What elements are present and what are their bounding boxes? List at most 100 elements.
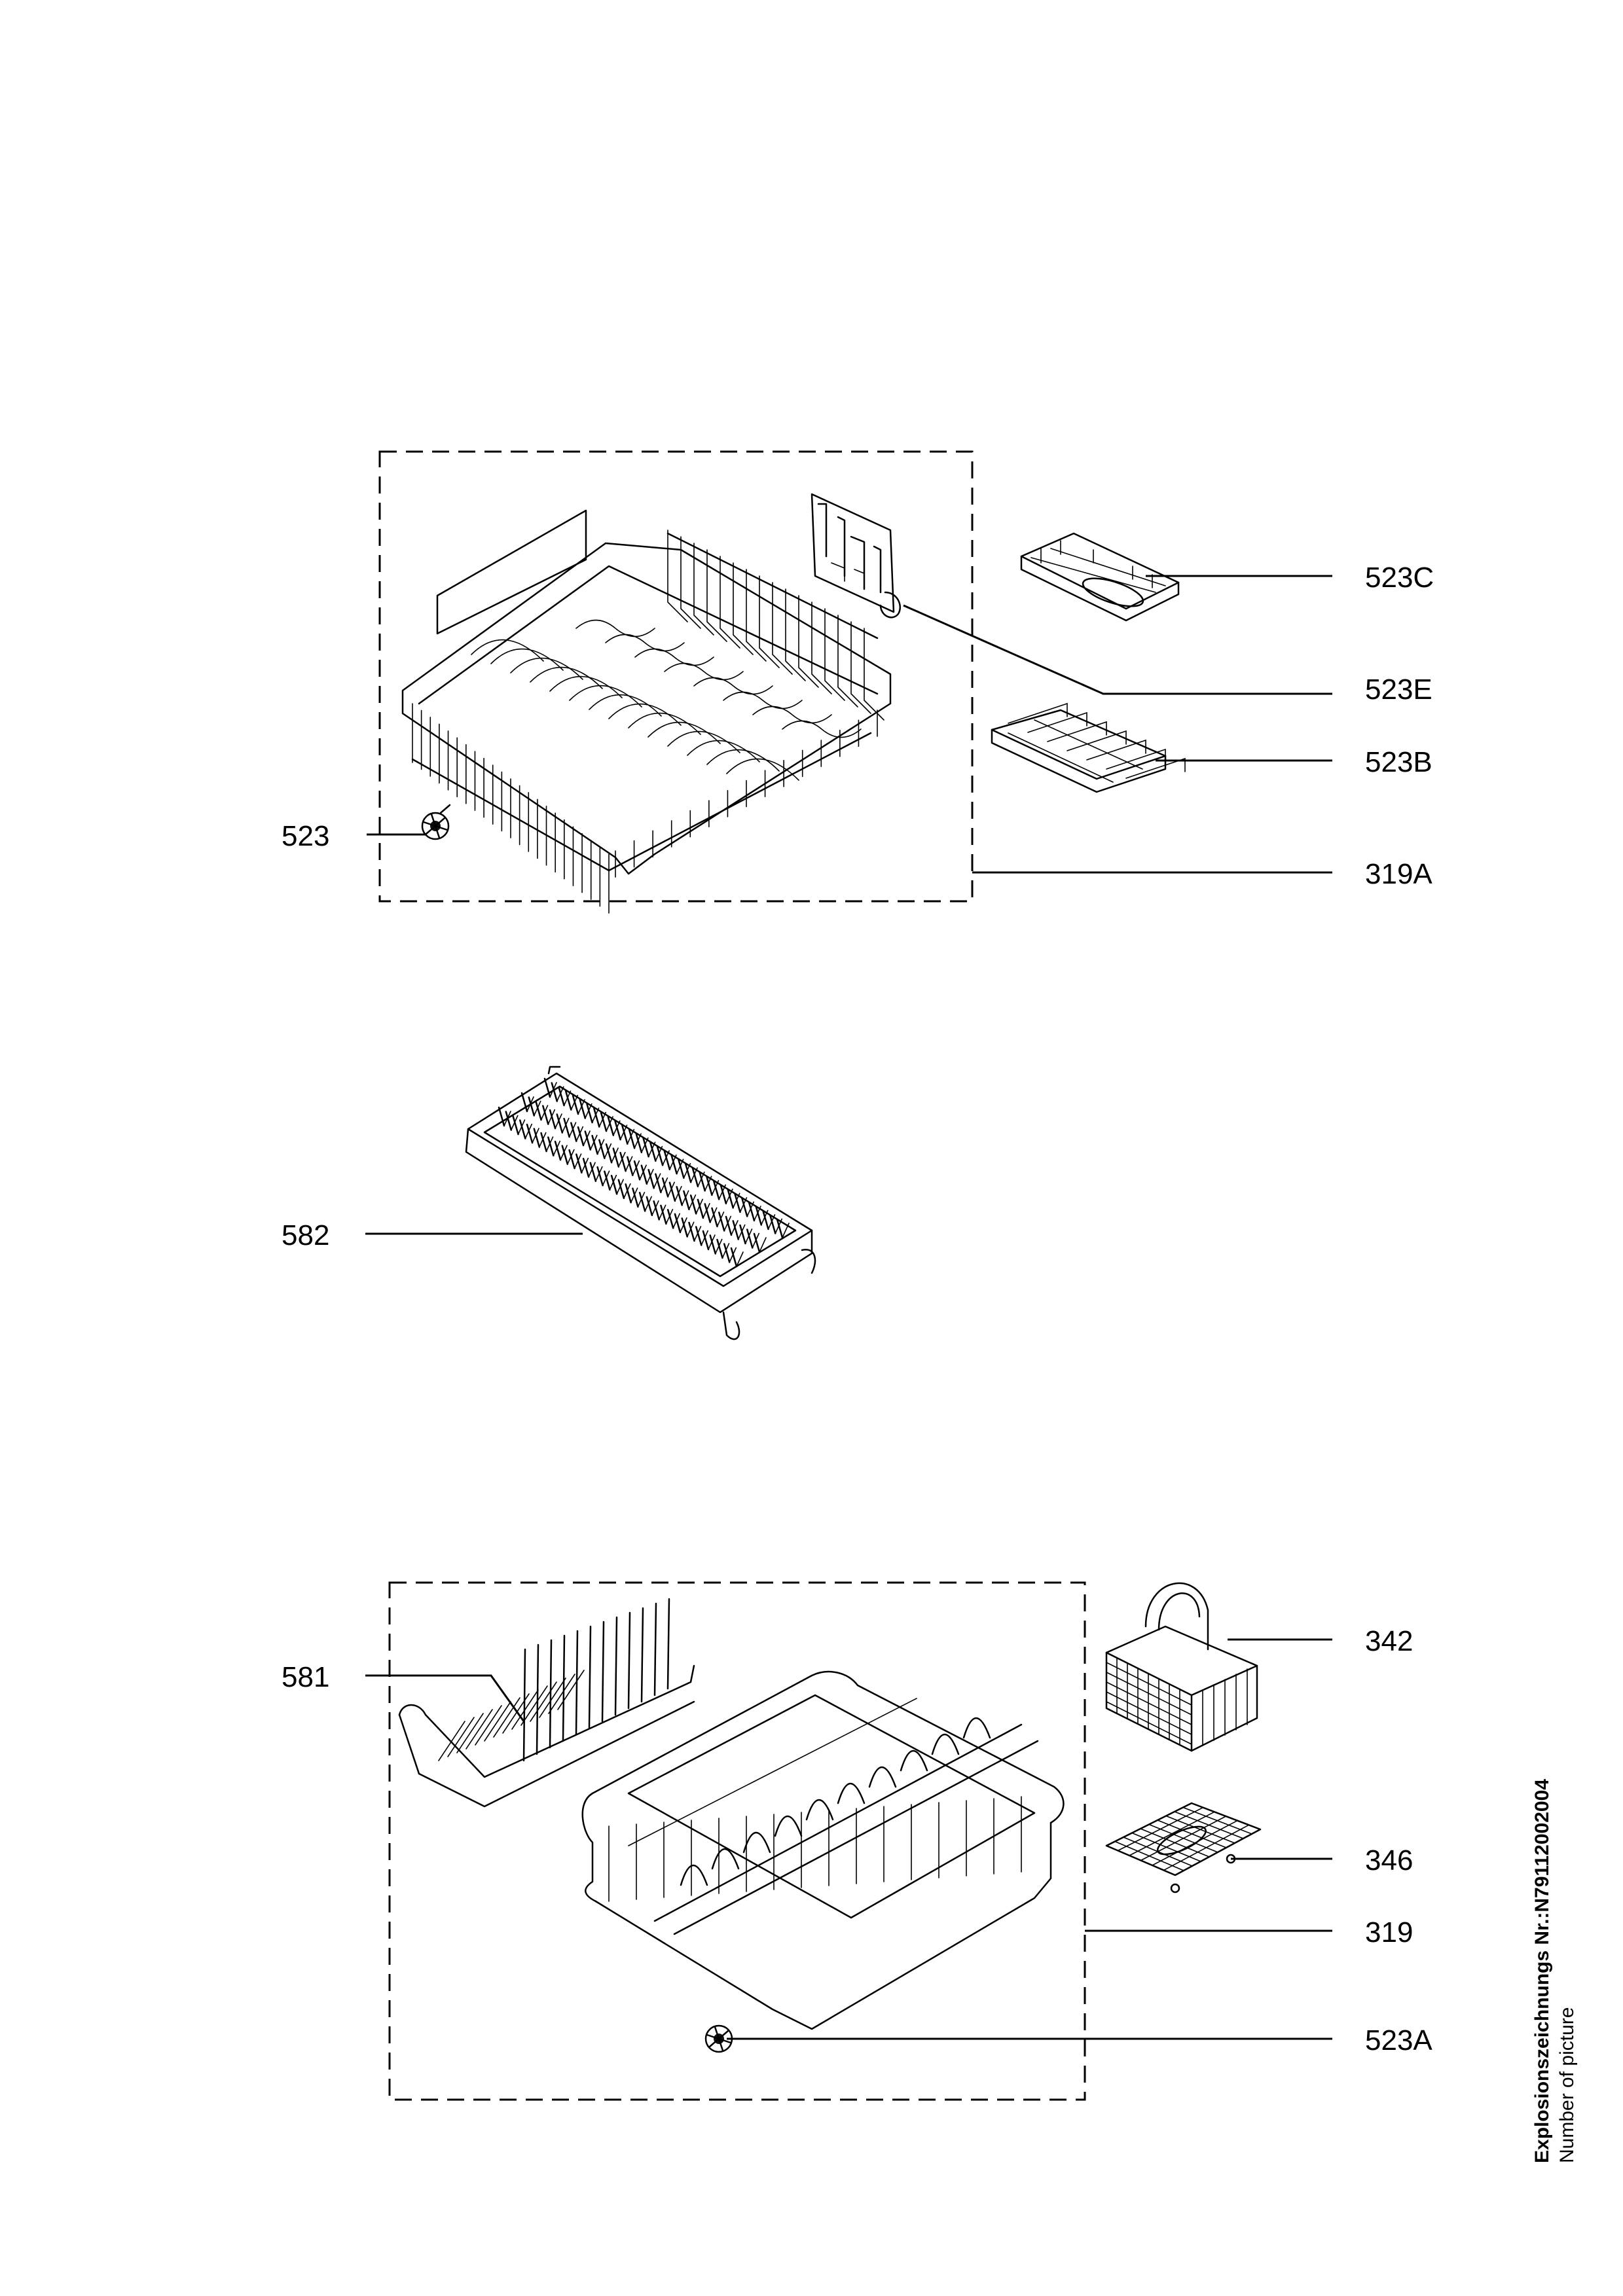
wire-curve: [706, 749, 780, 772]
wire-curve: [667, 730, 740, 753]
wire-segment: [601, 1621, 605, 1723]
wire-segment: [727, 1189, 734, 1209]
wire-curve: [864, 628, 884, 721]
wire-segment: [653, 1723, 1023, 1922]
wire-curve: [798, 595, 819, 688]
wire-segment: [684, 1163, 692, 1183]
wire-segment: [535, 1100, 542, 1121]
wire-segment: [519, 1119, 526, 1139]
wire-segment: [1106, 1662, 1192, 1706]
wire-segment: [1163, 1824, 1250, 1871]
wire-segment: [557, 1670, 585, 1710]
wire-segment: [563, 1117, 570, 1138]
wire-segment: [647, 1169, 655, 1189]
wire-segment: [709, 1234, 716, 1255]
wire-curve: [1086, 739, 1146, 761]
wire-segment: [702, 1230, 710, 1251]
wire-segment: [584, 1130, 592, 1151]
wire-segment: [678, 1158, 685, 1179]
wire-curve: [746, 569, 767, 662]
wire-curve: [569, 685, 642, 708]
wire-segment: [493, 1697, 520, 1738]
wire-segment: [691, 1167, 699, 1188]
wire-segment: [543, 1077, 551, 1098]
wire-segment: [666, 1598, 670, 1690]
leader-581: [365, 1674, 525, 1722]
wire-curve: [772, 582, 793, 675]
part-523E-drawing: [811, 493, 902, 619]
wire-segment: [588, 1625, 592, 1729]
wire-segment: [526, 1123, 534, 1144]
upper-basket-group-frame: [378, 450, 974, 903]
wire-segment: [640, 1607, 644, 1703]
wire-segment: [666, 532, 879, 639]
wire-segment: [681, 1217, 688, 1238]
wire-segment: [730, 1247, 738, 1268]
wire-segment: [562, 1634, 566, 1742]
wire-segment: [565, 1090, 572, 1111]
wire-segment: [732, 1220, 739, 1240]
wire-segment: [612, 1147, 620, 1168]
wire-curve: [1027, 711, 1087, 733]
wire-segment: [600, 1111, 608, 1132]
wire-segment: [522, 1648, 526, 1762]
part-342-drawing: [1105, 1582, 1258, 1752]
wire-segment: [539, 1677, 566, 1718]
wire-curve: [634, 648, 714, 666]
wire-segment: [632, 1187, 639, 1208]
wire-segment: [725, 1215, 733, 1236]
wire-segment: [697, 1198, 704, 1219]
wire-curve: [726, 758, 799, 781]
wire-curve: [752, 706, 832, 724]
wire-curve: [962, 1717, 991, 1739]
wire-segment: [598, 1139, 606, 1159]
wire-segment: [711, 1207, 718, 1228]
wire-segment: [619, 1151, 627, 1172]
wire-curve: [1008, 702, 1068, 724]
picture-number-text: Explosionszeichnungs Nr.:N7911200200​4: [1531, 1779, 1553, 2163]
wire-segment: [635, 1133, 643, 1153]
wire-segment: [591, 1134, 598, 1155]
label-319: 319: [1365, 1916, 1413, 1948]
label-523B: 523B: [1365, 746, 1432, 778]
wire-segment: [688, 1221, 695, 1242]
wire-segment: [614, 1120, 621, 1141]
wire-segment: [1106, 1701, 1192, 1745]
label-346: 346: [1365, 1844, 1413, 1876]
wire-segment: [582, 1157, 590, 1178]
wire-segment: [661, 1177, 669, 1198]
wire-segment: [512, 1115, 519, 1136]
part-523C-drawing: [1020, 532, 1180, 622]
wire-segment: [542, 1105, 549, 1125]
wire-segment: [638, 1192, 646, 1212]
wire-segment: [663, 1150, 671, 1171]
wire-curve: [530, 666, 603, 689]
label-582: 582: [282, 1219, 329, 1251]
wheel-523-drawing: [421, 804, 451, 840]
wire-segment: [551, 1082, 558, 1102]
wire-segment: [505, 1111, 513, 1131]
wire-segment: [683, 1190, 690, 1211]
wire-segment: [586, 1103, 593, 1124]
wire-segment: [720, 1184, 727, 1205]
wire-curve: [837, 1782, 866, 1804]
wire-curve: [824, 608, 845, 701]
wire-curve: [723, 691, 803, 709]
wire-segment: [656, 1145, 664, 1166]
wire-segment: [653, 1602, 657, 1696]
wire-segment: [628, 1698, 917, 1846]
wire-segment: [740, 1197, 748, 1217]
wire-segment: [739, 1224, 746, 1245]
wire-curve: [628, 712, 701, 735]
label-581: 581: [282, 1661, 329, 1693]
wire-segment: [577, 1126, 585, 1147]
wire-segment: [498, 1106, 505, 1127]
wire-segment: [653, 1200, 660, 1221]
wire-segment: [1034, 719, 1143, 770]
wire-segment: [674, 1213, 682, 1234]
wire-segment: [655, 1173, 662, 1194]
wire-segment: [579, 1099, 587, 1119]
label-523A: 523A: [1365, 2024, 1432, 2056]
wire-segment: [549, 1109, 556, 1130]
